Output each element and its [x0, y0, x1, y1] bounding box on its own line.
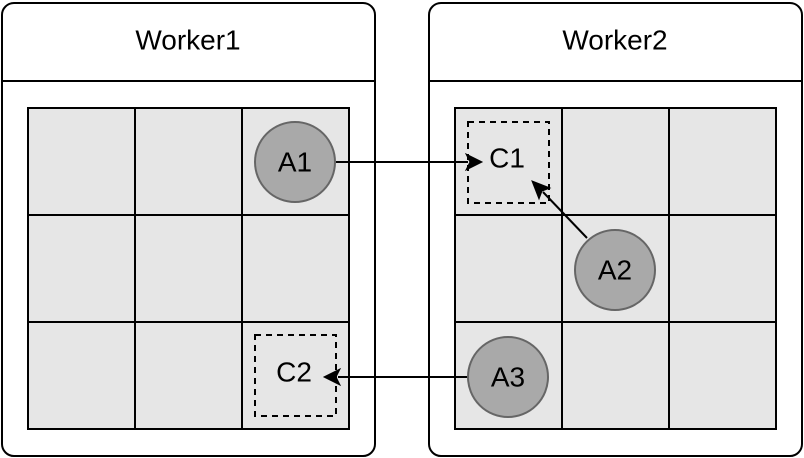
A2-circle: [574, 229, 656, 311]
A3-label: A3: [491, 362, 525, 393]
edge-A2-C1-line: [542, 191, 588, 239]
node-A3: A3: [467, 336, 549, 418]
A2-label: A2: [598, 255, 632, 286]
worker1-title: Worker1: [135, 25, 240, 56]
worker1-cell-r2c1: [27, 214, 136, 323]
edge-A1-C1-arrowhead: [464, 152, 484, 172]
node-A1: A1: [254, 121, 336, 203]
worker2-cell-r2c3: [668, 214, 777, 323]
A1-label: A1: [278, 147, 312, 178]
node-A2: A2: [574, 229, 656, 311]
A1-circle: [254, 121, 336, 203]
worker1-panel: Worker1: [1, 2, 376, 457]
C2-label: C2: [276, 357, 312, 388]
worker2-cell-r1c3: [668, 107, 777, 216]
worker1-cell-r1c2: [134, 107, 243, 216]
worker2-cell-r3c2: [561, 321, 670, 430]
edge-A3-C2-arrowhead: [322, 367, 342, 387]
worker1-cell-r2c2: [134, 214, 243, 323]
edge-A2-to-C1: [531, 180, 588, 239]
A3-circle: [467, 336, 549, 418]
worker2-cell-r3c3: [668, 321, 777, 430]
worker1-cell-r3c1: [27, 321, 136, 430]
edge-A3-to-C2: [322, 367, 468, 387]
C1-dashed-box: [467, 121, 550, 204]
edge-A2-C1-arrowhead: [531, 180, 552, 201]
edge-A1-to-C1: [336, 152, 484, 172]
worker2-cell-r2c1: [454, 214, 563, 323]
worker1-cell-r1c1: [27, 107, 136, 216]
worker2-title: Worker2: [562, 25, 667, 56]
C1-label: C1: [489, 143, 525, 174]
worker1-cell-r3c2: [134, 321, 243, 430]
worker2-cell-r1c2: [561, 107, 670, 216]
node-C1: C1: [467, 121, 550, 204]
worker1-cell-r2c3: [241, 214, 350, 323]
